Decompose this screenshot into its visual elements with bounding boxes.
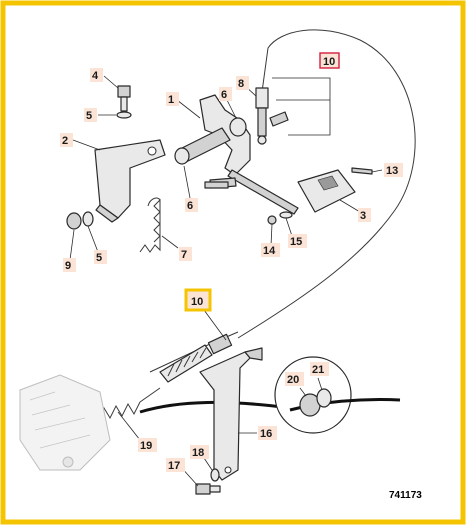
callout-8: 8: [238, 78, 244, 90]
callout-1: 1: [168, 94, 174, 106]
callout-20: 20: [287, 374, 299, 386]
callout-9: 9: [65, 260, 71, 272]
callout-17: 17: [168, 460, 180, 472]
callout-6-upper: 6: [221, 89, 227, 101]
pedal-washer: [279, 211, 293, 219]
callout-5-lower: 5: [96, 252, 102, 264]
boot-ribs: [167, 347, 207, 377]
washer-detail: [316, 388, 332, 408]
callout-6-lower: 6: [187, 200, 193, 212]
spring-link: [139, 387, 161, 403]
pivot-bushing: [174, 147, 190, 165]
callout-10-upper-box: [319, 52, 340, 69]
mounting-bracket-edge: [95, 204, 119, 223]
cable-clevis: [257, 107, 267, 137]
upper-bushing: [229, 117, 247, 137]
pedal-pad: [297, 169, 356, 213]
bolt-head: [117, 85, 131, 98]
cable-pin: [269, 111, 289, 127]
spacer-bushing: [66, 212, 82, 230]
engine-block-detail: [29, 391, 91, 449]
lock-nut: [267, 215, 277, 225]
callout-10-lower-box: [184, 288, 212, 312]
pedal-screw: [351, 167, 373, 175]
swoosh-line-1: [139, 400, 291, 414]
washer-top: [116, 111, 132, 119]
bolt-shank: [120, 96, 128, 112]
pedal-grip-pattern: [317, 175, 339, 191]
callout-19: 19: [140, 440, 152, 452]
spring-hook-top: [147, 197, 161, 207]
lower-bolt-shank: [209, 485, 221, 493]
callout-14: 14: [263, 245, 276, 257]
lower-bolt-head: [195, 483, 211, 495]
spacer-washer: [82, 211, 94, 227]
callout-13: 13: [386, 165, 398, 177]
throttle-cable-loop: [237, 29, 416, 339]
diagram-reference-number: 741173: [389, 490, 422, 501]
callout-2: 2: [62, 135, 68, 147]
callout-labels: 4 5 1 2 6 8 6 7 13 3 14 15 9 5 16 17 18 …: [60, 68, 403, 472]
callout-10-upper: 10: [323, 56, 335, 68]
group-bracket-10: [272, 77, 331, 136]
callout-16: 16: [260, 428, 272, 440]
leader-lines: [69, 75, 383, 487]
callout-7: 7: [181, 249, 187, 261]
callout-15: 15: [290, 236, 302, 248]
lower-bracket-hole: [224, 466, 232, 474]
callout-4: 4: [92, 70, 99, 82]
bracket-bolt: [204, 181, 229, 189]
callout-5-upper: 5: [86, 110, 92, 122]
callout-21: 21: [312, 364, 324, 376]
callout-18: 18: [192, 447, 204, 459]
cable-end-fitting: [255, 87, 269, 109]
callout-10-lower: 10: [191, 296, 203, 308]
lower-bracket-tab: [244, 347, 263, 361]
pedal-rod: [227, 169, 299, 215]
bracket-hole: [147, 146, 157, 156]
callout-3: 3: [360, 210, 366, 222]
engine-boss: [62, 456, 74, 468]
cable-nut: [257, 135, 267, 145]
return-spring: [139, 198, 161, 253]
lower-washer: [210, 468, 220, 482]
